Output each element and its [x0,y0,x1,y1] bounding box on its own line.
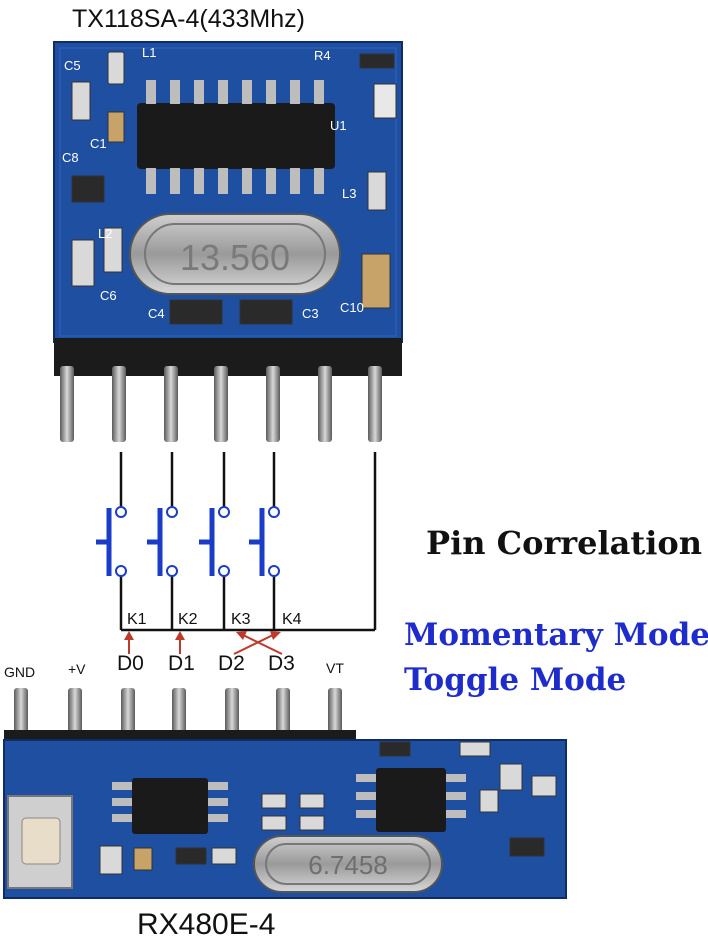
rx-module-board: 6.7458 [3,739,567,899]
tx-pin-3 [164,366,178,442]
tx-pin-6 [318,366,332,442]
tx-silk-l3: L3 [342,186,356,201]
rx-pin-vt [328,688,342,740]
rx-pin-label-d3: D3 [268,652,295,675]
rx-pins [14,688,342,740]
tx-module-board: 13.560 C5 L1 R4 C8 C1 L2 C6 C4 C3 C1 [53,41,403,343]
tx-silk-l1: L1 [142,45,156,60]
rx-pin-label-d1: D1 [168,652,195,675]
tx-passive-components [71,51,397,325]
rx-pin-d2 [225,688,239,740]
rx-pin-gnd [14,688,28,740]
tx-silk-c10: C10 [340,300,364,315]
tx-module-title: TX118SA-4(433Mhz) [72,5,305,33]
tx-silk-c6: C6 [100,288,117,303]
rx-ic-chip-2 [376,768,446,832]
tx-pin-4 [214,366,228,442]
rx-crystal [253,835,443,893]
switch-k3 [199,506,230,577]
tx-ic-legs [146,80,324,194]
legend-toggle-mode: Toggle Mode [404,662,626,698]
tx-silkscreen-labels: C5 L1 R4 C8 C1 L2 C6 C4 C3 C10 L3 U1 [62,45,364,321]
rx-passive-components [99,741,557,875]
tx-pin-7 [368,366,382,442]
tx-pin-1 [60,366,74,442]
tx-silk-c8: C8 [62,150,79,165]
tx-silk-u1: U1 [330,118,347,133]
switch-k1 [96,506,127,577]
rx-pin-v [68,688,82,740]
switch-label-k2: K2 [178,611,198,628]
switch-k2 [147,506,178,577]
rx-crystal-label: 6.7458 [308,850,388,880]
legend-momentary-mode: Momentary Mode [404,617,708,653]
tx-silk-c3: C3 [302,306,319,321]
tx-silk-c4: C4 [148,306,165,321]
rx-ic-chip-1 [132,778,208,834]
tx-pins [60,366,382,442]
switch-labels: K1 K2 K3 K4 [127,611,302,628]
rx-module-title: RX480E-4 [137,908,275,941]
switch-label-k4: K4 [282,611,302,628]
rx-pin-label-d0: D0 [117,652,144,675]
switch-label-k1: K1 [127,611,147,628]
tx-crystal [129,213,341,295]
switch-label-k3: K3 [231,611,251,628]
rx-pin-label-vt: VT [326,660,344,676]
rx-pin-d0 [121,688,135,740]
wiring [119,452,377,632]
rx-pin-d3 [276,688,290,740]
tx-pin-5 [266,366,280,442]
tx-silk-l2: L2 [98,226,112,241]
tx-pin-2 [112,366,126,442]
rx-pin-label-v: +V [68,661,86,677]
tx-silk-r4: R4 [314,48,331,63]
rx-pin-label-gnd: GND [4,664,35,680]
legend-heading: Pin Correlation [426,524,702,562]
tx-silk-c5: C5 [64,58,81,73]
tx-ic-chip [137,103,335,169]
rx-pin-label-d2: D2 [218,652,245,675]
mapping-arrows [124,631,283,655]
switch-k4 [249,506,280,577]
rx-pin-d1 [172,688,186,740]
rx-pin-labels: GND +V D0 D1 D2 D3 VT [4,652,344,680]
tx-crystal-label: 13.560 [180,237,290,278]
tx-silk-c1: C1 [90,136,107,151]
